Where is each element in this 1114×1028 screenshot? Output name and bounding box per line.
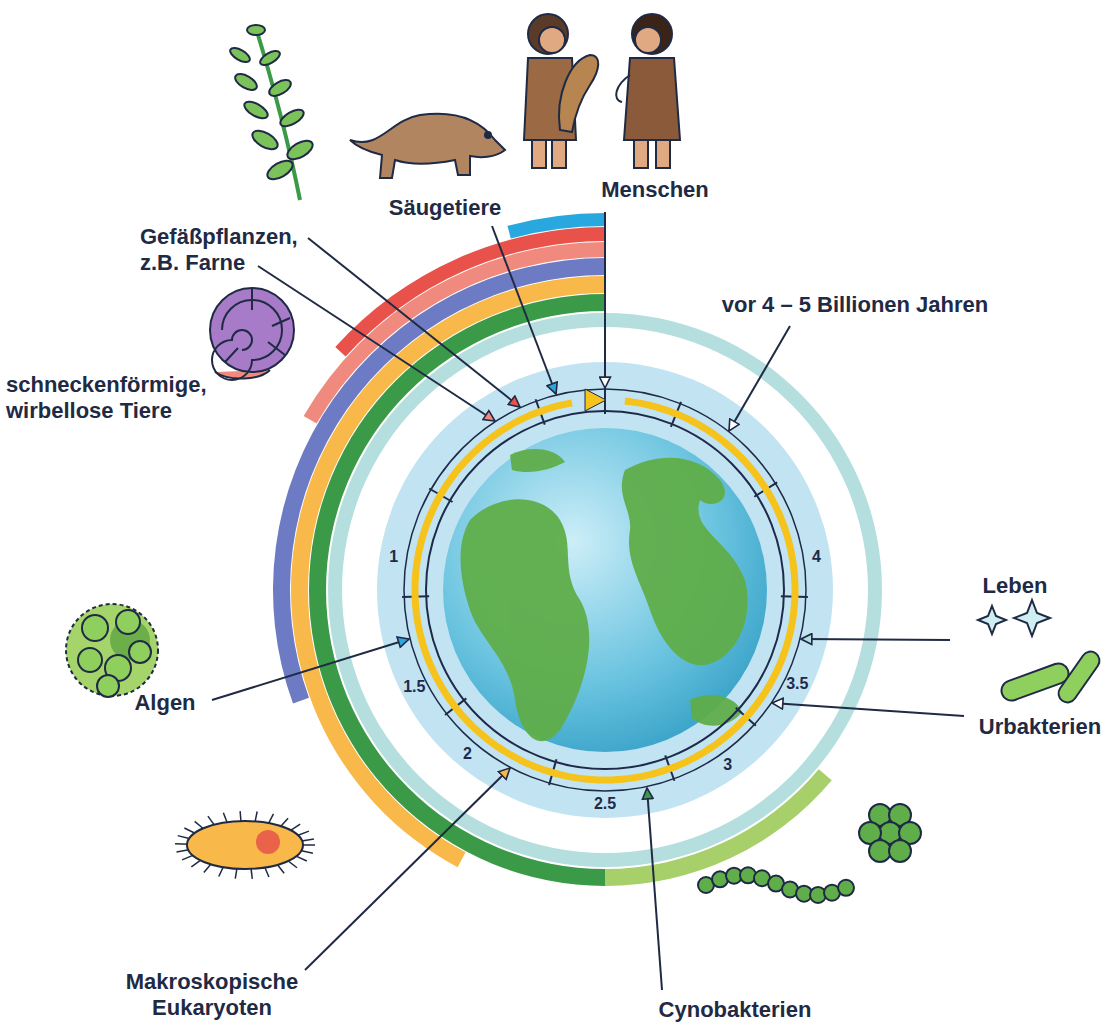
mammal-icon [350, 114, 505, 178]
cyanobacteria-icon [698, 804, 921, 903]
scale-number: 3.5 [786, 675, 808, 693]
era-arc [328, 313, 882, 867]
shell-icon [210, 288, 294, 380]
bacteria-icon [999, 648, 1103, 706]
eukaryote-icon [175, 811, 315, 879]
timeline-label: Makroskopische Eukaryoten [107, 969, 317, 1021]
timeline-label: Urbakterien [979, 714, 1101, 740]
leader-line [212, 639, 409, 700]
cyano-cell [838, 880, 854, 896]
continents [461, 449, 748, 741]
timeline-label: Gefäßpflanzen, z.B. Farne [140, 224, 330, 276]
timeline-label: schneckenförmige, wirbellose Tiere [6, 372, 256, 424]
timeline-label: Cynobakterien [659, 997, 812, 1023]
leader-line [258, 266, 495, 421]
scale-number: 2.5 [594, 795, 616, 813]
fern-icon [228, 25, 316, 200]
leader-line [729, 326, 790, 431]
time-arrow-head [585, 389, 606, 411]
sparkle-icon [978, 600, 1050, 636]
globe [443, 428, 767, 752]
scale-number: 1.5 [403, 678, 425, 696]
scale-ticks [402, 387, 808, 785]
outer-ring [404, 389, 806, 791]
leader-line [647, 788, 662, 990]
timeline-label: vor 4 – 5 Billionen Jahren [722, 292, 989, 318]
leader-line [492, 226, 556, 394]
era-arc [507, 213, 605, 238]
leader-line [772, 703, 964, 716]
scale-number: 2 [463, 745, 472, 763]
algae-icon [66, 604, 158, 697]
scale-number: 4 [812, 548, 821, 566]
leader-line [801, 639, 950, 640]
timeline-label: Säugetiere [389, 195, 502, 221]
inner-ring [426, 411, 784, 769]
timeline-label: Algen [134, 690, 195, 716]
leader-line [604, 212, 606, 388]
leader-lines [212, 212, 964, 990]
timeline-label: Leben [983, 573, 1048, 599]
scale-number: 3 [723, 756, 732, 774]
scale-number: 1 [389, 548, 398, 566]
humans-icon [524, 14, 680, 168]
sky-disk [377, 362, 833, 818]
time-arrow-ring [415, 401, 795, 780]
timeline-label: Menschen [601, 177, 709, 203]
leader-line [308, 238, 520, 407]
leader-line [305, 768, 510, 970]
